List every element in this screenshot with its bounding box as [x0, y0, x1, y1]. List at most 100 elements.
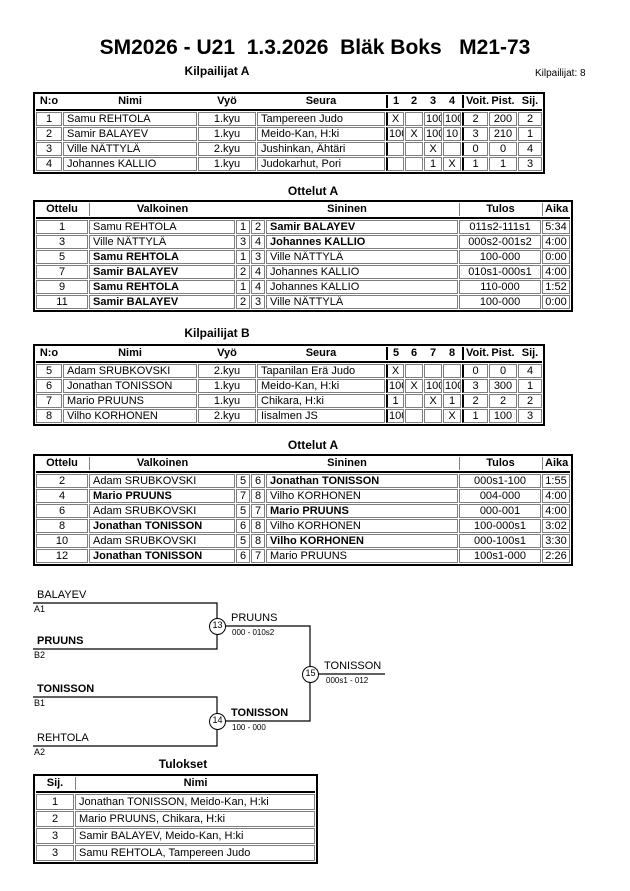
- cell-time: 4:00: [542, 235, 570, 249]
- cell-name: Mario PRUUNS: [63, 394, 197, 408]
- cell-place: 4: [518, 364, 542, 378]
- cell-g4: 10: [443, 127, 461, 141]
- cell-place: 3: [518, 157, 542, 171]
- cell-match-no: 3: [36, 235, 88, 249]
- cell-g2: [405, 112, 423, 126]
- cell-g3: X: [424, 394, 442, 408]
- cell-g3: X: [424, 142, 442, 156]
- cell-time: 5:34: [542, 220, 570, 234]
- matches-a-heading: Ottelut A: [287, 184, 339, 198]
- header-underline: [36, 361, 542, 363]
- cell-white-no: 5: [236, 474, 250, 488]
- bracket-slot-seed: B1: [34, 698, 46, 708]
- cell-no: 3: [36, 142, 62, 156]
- cell-blue-no: 4: [251, 280, 265, 294]
- cell-belt: 1.kyu: [198, 157, 256, 171]
- cell-time: 4:00: [542, 489, 570, 503]
- cell-white-no: 2: [236, 265, 250, 279]
- cell-place: 2: [518, 394, 542, 408]
- cell-blue-no: 3: [251, 250, 265, 264]
- matches-a-table: Ottelu Valkoinen Sininen Tulos Aika 1 Sa…: [33, 200, 573, 312]
- cell-points: 2: [489, 394, 517, 408]
- cell-no: 2: [36, 127, 62, 141]
- cell-g1: [386, 157, 404, 171]
- bracket-slot-seed: B2: [34, 650, 46, 660]
- group-b-heading: Kilpailijat B: [184, 326, 250, 340]
- cell-g3: 100: [424, 379, 442, 393]
- cell-blue-no: 7: [251, 549, 265, 563]
- cell-white-no: 5: [236, 504, 250, 518]
- cell-place: 3: [518, 409, 542, 423]
- cell-g2: [405, 394, 423, 408]
- cell-result: 100-000: [459, 295, 541, 309]
- cell-time: 0:00: [542, 295, 570, 309]
- cell-points: 210: [489, 127, 517, 141]
- cell-blue-name: Ville NÄTTYLÄ: [266, 295, 458, 309]
- header-underline: [36, 217, 570, 219]
- cell-result: 100s1-000: [459, 549, 541, 563]
- bracket-score: 000s1 - 012: [326, 676, 369, 685]
- header-white: Valkoinen: [89, 457, 235, 470]
- cell-club: Tapanilan Erä Judo: [257, 364, 385, 378]
- cell-place: 2: [36, 811, 74, 827]
- cell-g4: [443, 142, 461, 156]
- cell-club: Jushinkan, Ähtäri: [257, 142, 385, 156]
- cell-wins: 3: [462, 379, 488, 393]
- cell-g4: 1: [443, 394, 461, 408]
- cell-wins: 1: [462, 157, 488, 171]
- header-points: Pist.: [491, 95, 515, 107]
- cell-blue-no: 6: [251, 474, 265, 488]
- cell-no: 6: [36, 379, 62, 393]
- header-name: Nimi: [118, 95, 142, 107]
- header-club: Seura: [305, 95, 337, 107]
- header-c3: 7: [429, 347, 437, 359]
- header-belt: Vyö: [217, 347, 237, 359]
- cell-result: 000-001: [459, 504, 541, 518]
- cell-wins: 1: [462, 409, 488, 423]
- cell-time: 4:00: [542, 265, 570, 279]
- cell-name: Jonathan TONISSON, Meido-Kan, H:ki: [75, 794, 315, 810]
- cell-blue-name: Johannes KALLIO: [266, 235, 458, 249]
- cell-white-name: Samir BALAYEV: [89, 265, 235, 279]
- cell-g1: 100: [386, 409, 404, 423]
- cell-match-no: 8: [36, 519, 88, 533]
- cell-time: 1:55: [542, 474, 570, 488]
- cell-match-no: 10: [36, 534, 88, 548]
- cell-white-no: 6: [236, 519, 250, 533]
- cell-blue-no: 2: [251, 220, 265, 234]
- cell-blue-no: 8: [251, 519, 265, 533]
- cell-wins: 0: [462, 364, 488, 378]
- cell-result: 100-000: [459, 250, 541, 264]
- cell-place: 1: [518, 379, 542, 393]
- cell-blue-name: Ville NÄTTYLÄ: [266, 250, 458, 264]
- cell-result: 110-000: [459, 280, 541, 294]
- header-result: Tulos: [459, 203, 541, 216]
- header-time: Aika: [542, 203, 570, 216]
- header-blue: Sininen: [327, 203, 367, 215]
- cell-club: Chikara, H:ki: [257, 394, 385, 408]
- cell-points: 1: [489, 157, 517, 171]
- cell-blue-no: 8: [251, 534, 265, 548]
- group-a-table: N:o Nimi Vyö Seura 1 2 3 4 Voit. Pist. S…: [33, 92, 545, 174]
- cell-white-name: Mario PRUUNS: [89, 489, 235, 503]
- header-c4: 4: [448, 95, 456, 107]
- cell-blue-name: Vilho KORHONEN: [266, 489, 458, 503]
- header-c3: 3: [429, 95, 437, 107]
- bracket-slot-seed: A1: [34, 604, 46, 614]
- cell-wins: 3: [462, 127, 488, 141]
- header-match: Ottelu: [46, 203, 78, 215]
- match-number-badge: 15: [302, 666, 319, 683]
- bracket-slot-seed: A2: [34, 747, 46, 757]
- competitors-count: Kilpailijat: 8: [535, 68, 586, 79]
- cell-wins: 2: [462, 112, 488, 126]
- cell-match-no: 5: [36, 250, 88, 264]
- header-no: N:o: [39, 95, 59, 107]
- cell-points: 200: [489, 112, 517, 126]
- cell-belt: 2.kyu: [198, 142, 256, 156]
- bracket-slot-name: BALAYEV: [37, 589, 87, 601]
- bracket-slot-name: TONISSON: [37, 683, 95, 695]
- cell-result: 000-100s1: [459, 534, 541, 548]
- cell-g3: [424, 364, 442, 378]
- cell-g4: [443, 364, 461, 378]
